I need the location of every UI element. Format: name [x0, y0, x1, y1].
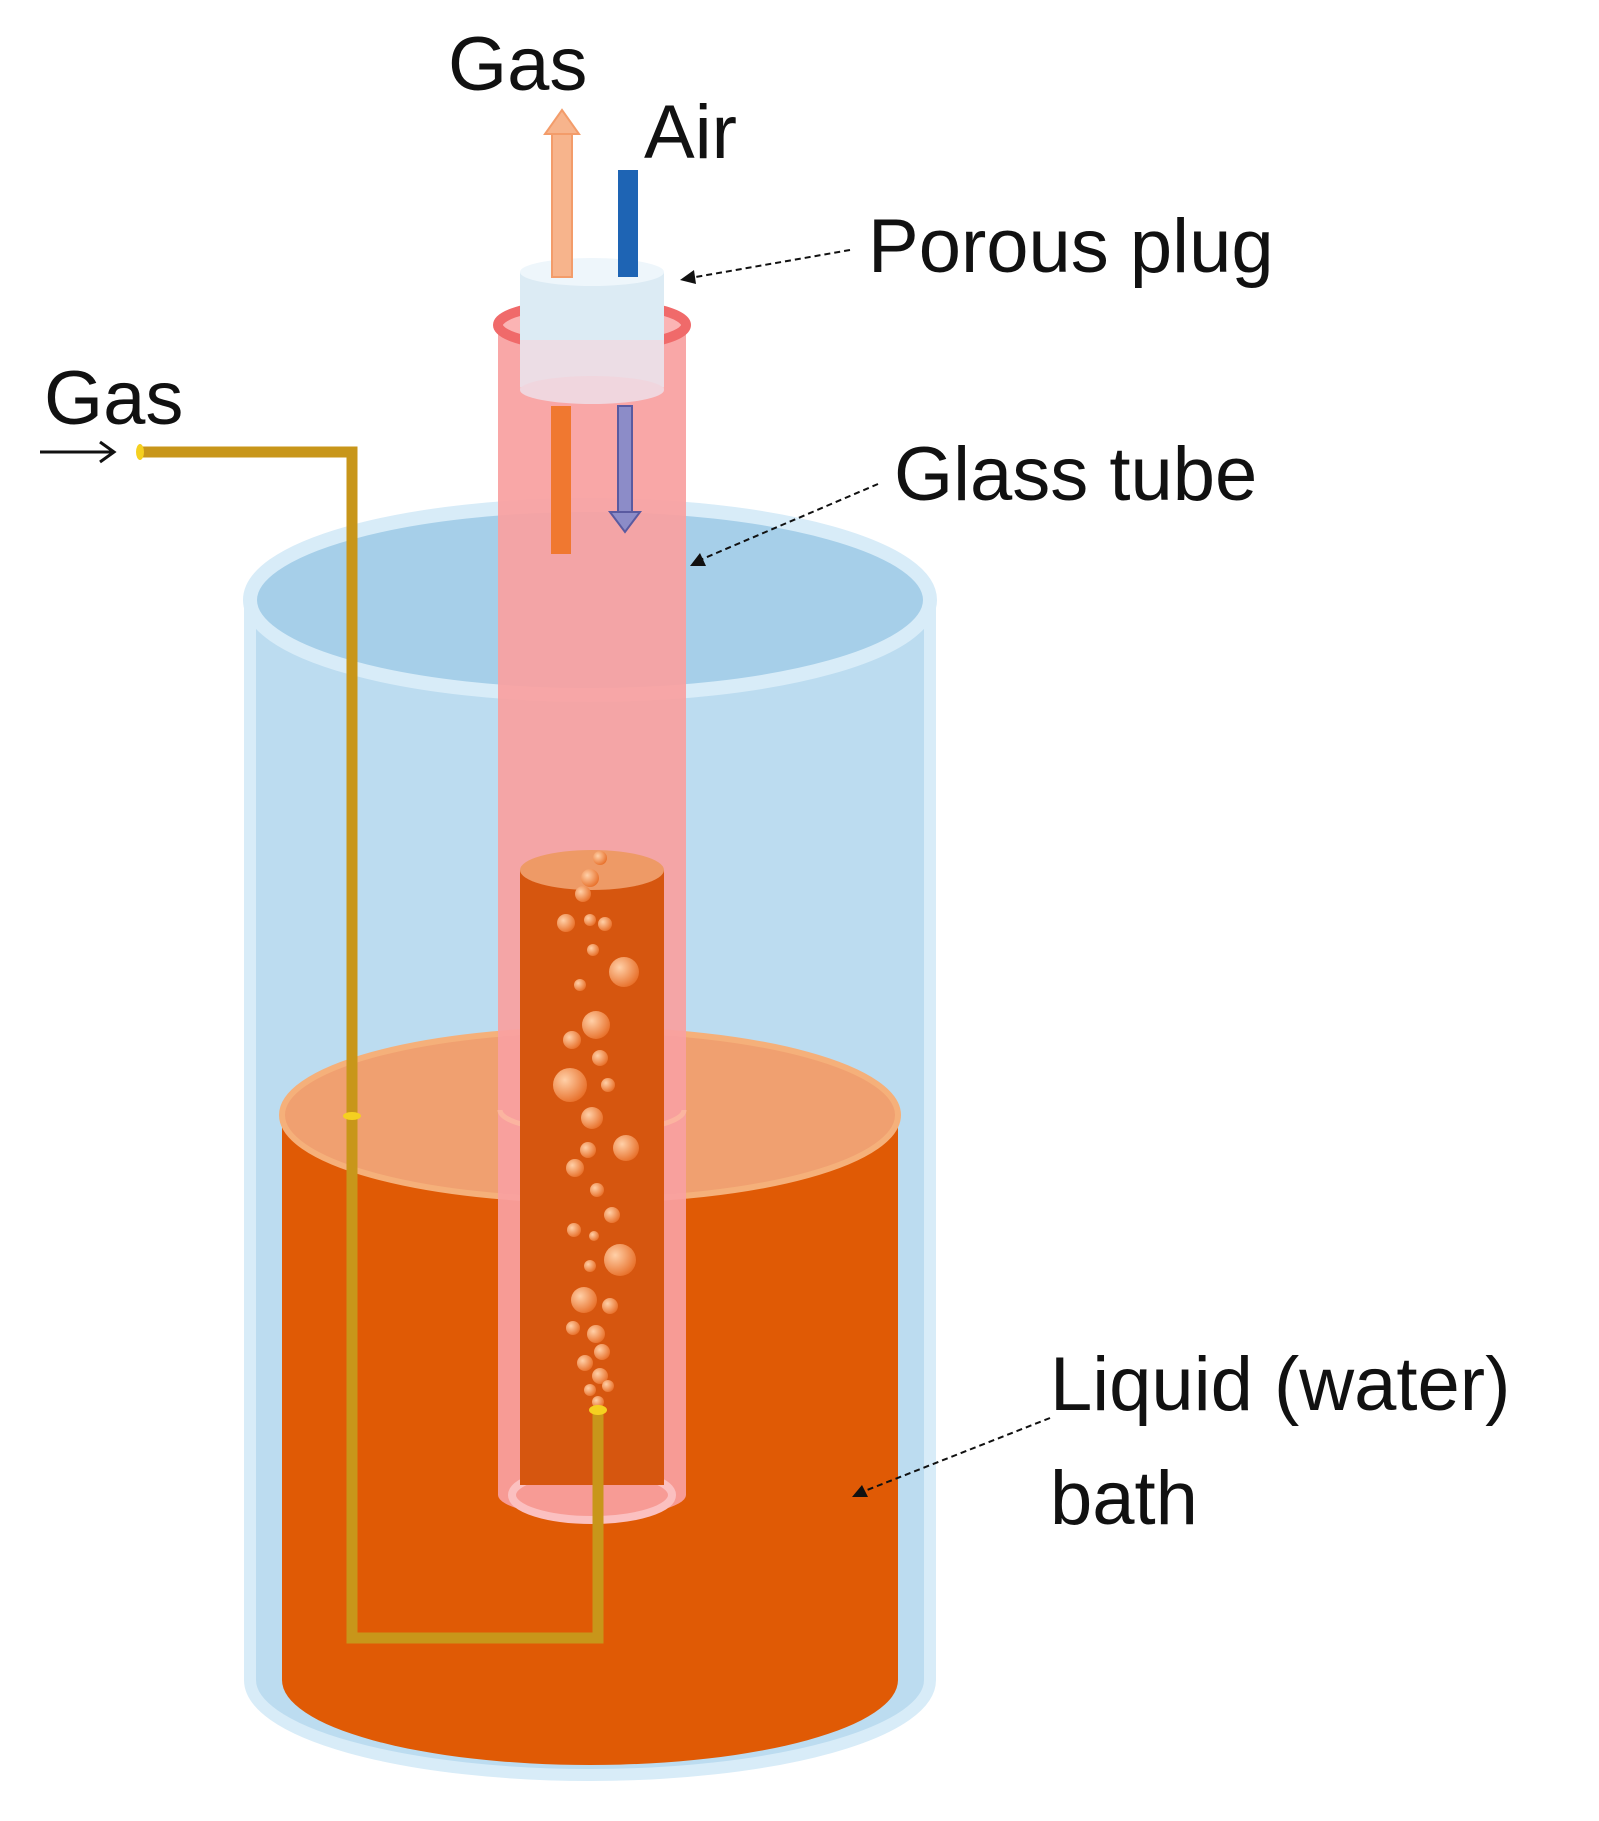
bubble — [566, 1159, 584, 1177]
bubble — [592, 1368, 608, 1384]
air-inlet-bar — [618, 170, 638, 277]
bubble — [590, 1183, 604, 1197]
bubble — [592, 1396, 604, 1408]
bubble — [580, 1142, 596, 1158]
bubble — [604, 1207, 620, 1223]
bubble — [593, 851, 607, 865]
bubble — [557, 914, 575, 932]
gas-outlet-arrow-icon — [543, 108, 581, 278]
bubble — [601, 1078, 615, 1092]
gas-outlet-inner-bar — [551, 406, 571, 554]
bubble — [566, 1321, 580, 1335]
label-liquid-bath-line1: Liquid (water) — [1050, 1342, 1510, 1427]
gas-pipe — [136, 444, 607, 1644]
bubble — [584, 914, 596, 926]
label-porous-plug: Porous plug — [868, 204, 1274, 289]
bubble — [563, 1031, 581, 1049]
leader-glass-tube — [690, 483, 879, 566]
bubble — [592, 1050, 608, 1066]
bubble — [584, 1260, 596, 1272]
label-gas-outlet: Gas — [448, 22, 587, 107]
bubble — [613, 1135, 639, 1161]
label-glass-tube: Glass tube — [894, 432, 1257, 517]
gas-pipe-line — [138, 446, 604, 1644]
liquid-column — [520, 850, 664, 1485]
label-gas-inlet: Gas — [44, 356, 183, 441]
bubble — [587, 944, 599, 956]
bubble — [582, 1011, 610, 1039]
gas-bubbles — [553, 851, 639, 1408]
bubble — [581, 1107, 603, 1129]
porous-plug-bottom — [520, 376, 664, 404]
bubble — [604, 1244, 636, 1276]
gas-pipe-outlet-end — [589, 1405, 607, 1415]
bubble — [609, 957, 639, 987]
air-down-arrow-icon — [608, 405, 642, 534]
leader-porous-plug — [680, 249, 851, 284]
porous-plug — [520, 258, 664, 404]
gas-pipe-inlet-end — [136, 444, 144, 460]
label-air-inlet: Air — [644, 90, 737, 175]
bubble — [587, 1325, 605, 1343]
gas-pipe-liquid-crossing — [343, 1112, 361, 1120]
bubble — [577, 1355, 593, 1371]
bubble — [589, 1231, 599, 1241]
label-liquid-bath-line2: bath — [1050, 1456, 1198, 1541]
bubble — [553, 1068, 587, 1102]
bubble — [594, 1344, 610, 1360]
bubble — [602, 1298, 618, 1314]
gas-inlet-arrow-icon — [40, 440, 117, 464]
bubble — [602, 1380, 614, 1392]
bubble — [574, 979, 586, 991]
bubble — [575, 886, 591, 902]
bubble — [598, 917, 612, 931]
liquid-column-body — [520, 870, 664, 1485]
bubble — [581, 869, 599, 887]
bubble — [571, 1287, 597, 1313]
bubble — [584, 1384, 596, 1396]
leader-liquid-bath — [852, 1417, 1051, 1497]
porous-plug-top — [520, 258, 664, 286]
bubble — [567, 1223, 581, 1237]
